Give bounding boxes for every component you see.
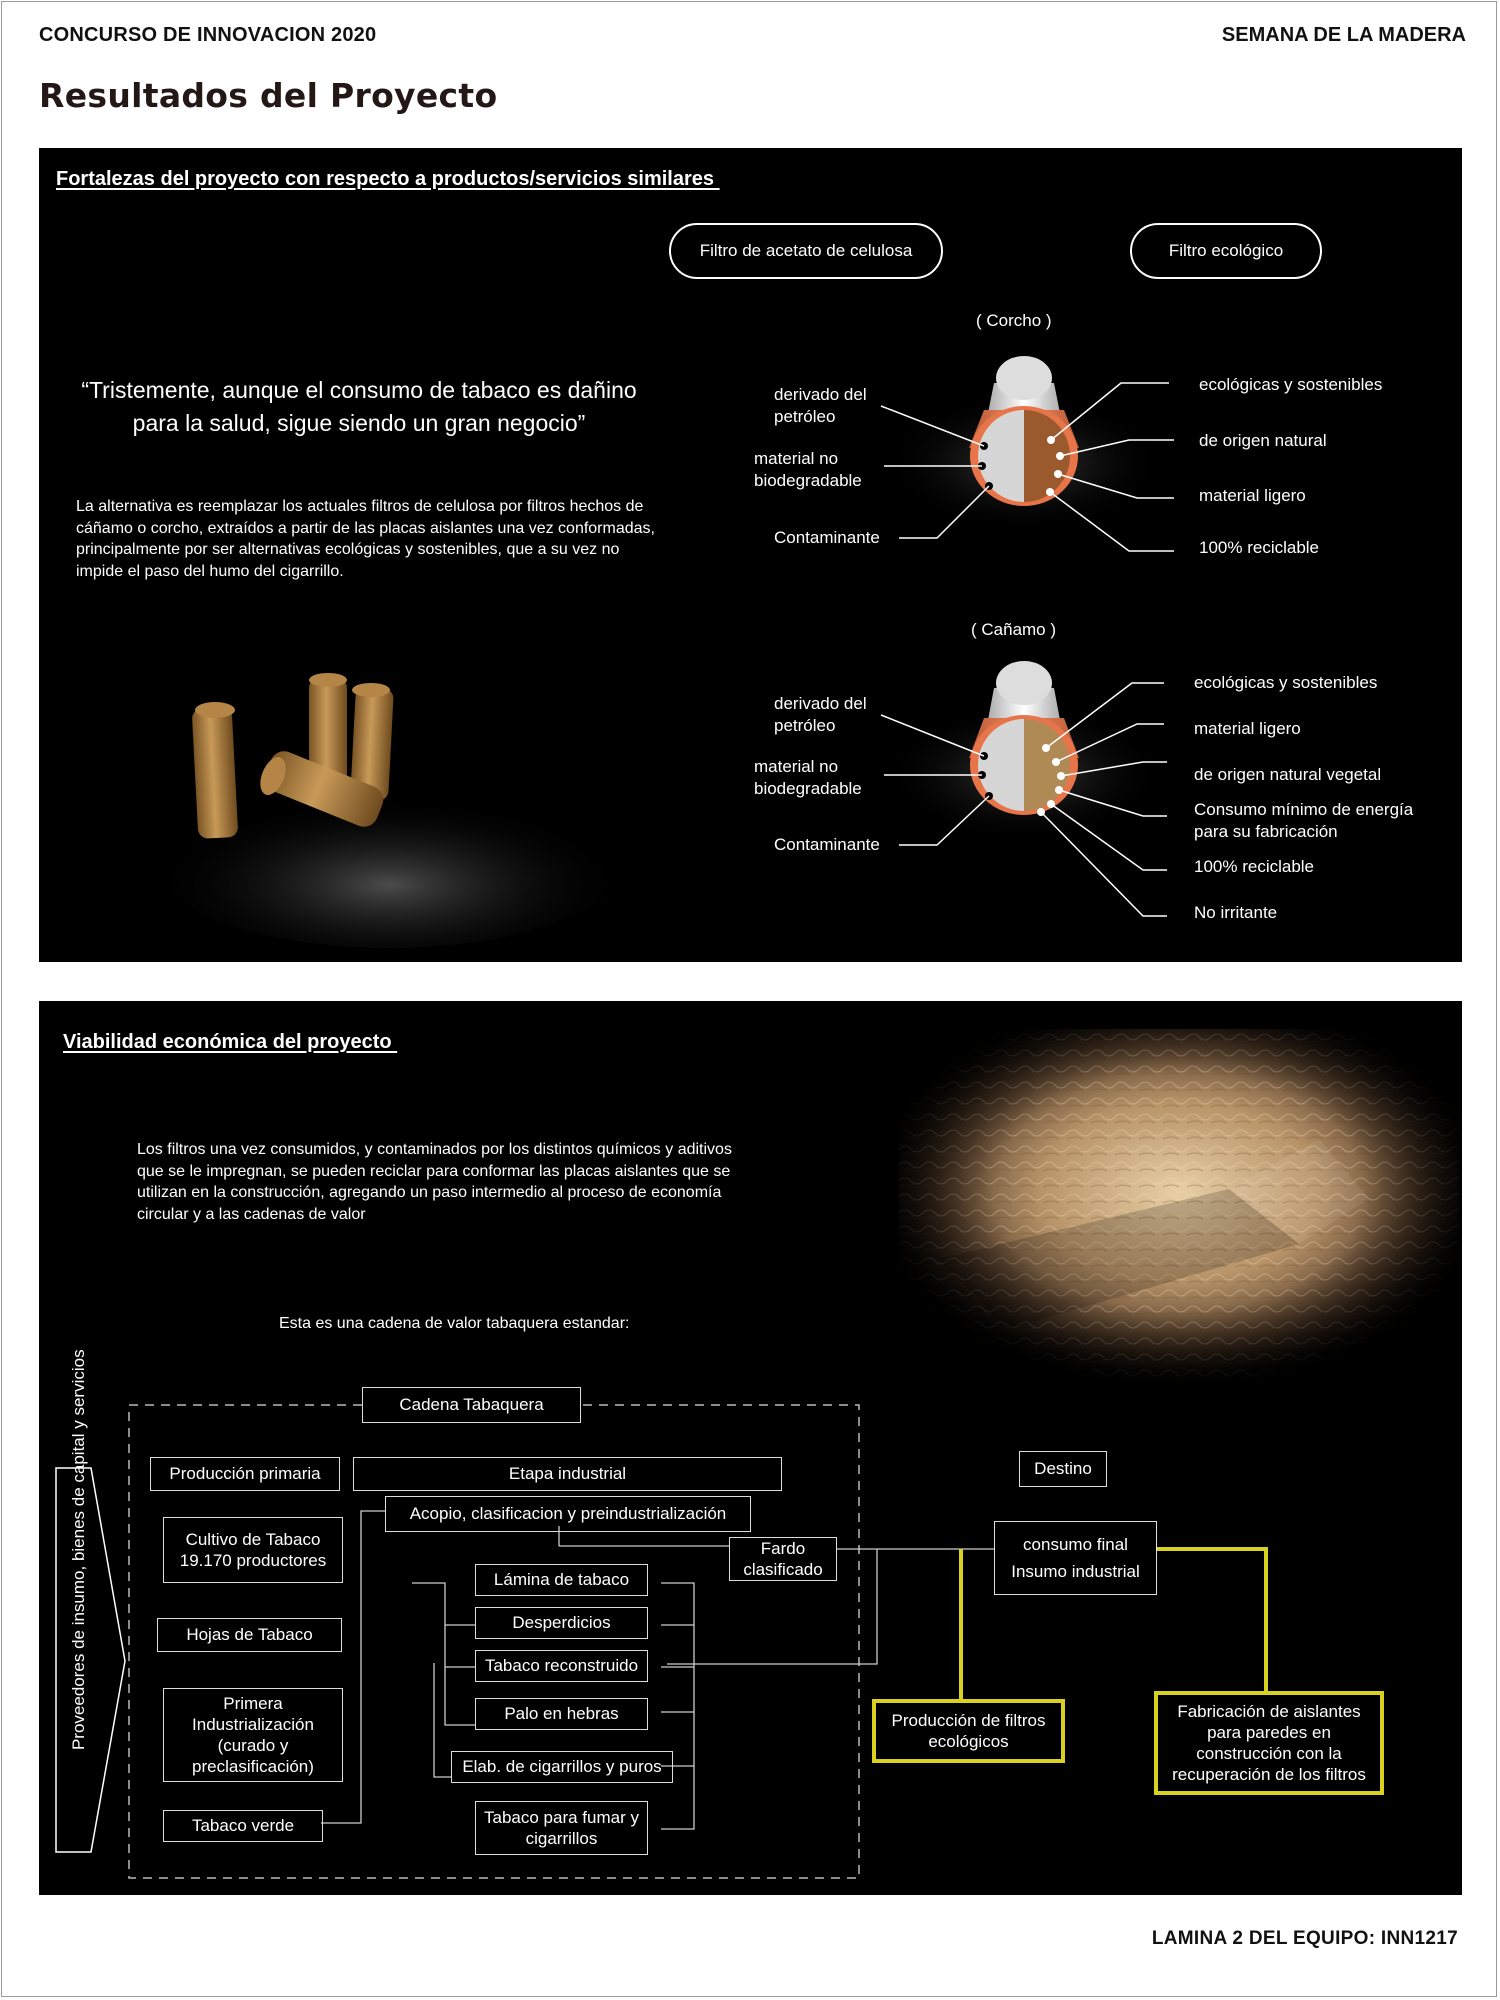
cork-cylinder-3 [350,683,394,801]
hemp-right-label-6: No irritante [1194,903,1278,922]
hemp-caption: ( Cañamo ) [971,620,1057,639]
hemp-left-label-3: Contaminante [774,835,880,854]
cellulose-filter-pill: Filtro de acetato de celulosa [669,223,943,279]
hemp-right-label-1: ecológicas y sostenibles [1194,673,1378,692]
eco-filter-pill: Filtro ecológico [1130,223,1322,279]
smoking-tobacco-box: Tabaco para fumar y cigarrillos [475,1801,648,1855]
quote-text: “Tristemente, aunque el consumo de tabac… [81,377,637,437]
final-consumption-label: consumo final [1023,1534,1128,1554]
header-contest: CONCURSO DE INNOVACION 2020 [39,24,377,46]
hemp-right-label-2: material ligero [1194,719,1301,738]
viability-panel: Viabilidad económica del proyecto Los fi… [39,1001,1462,1895]
chain-connectors [321,1510,994,1830]
green-tobacco-box: Tabaco verde [163,1810,323,1842]
insulation-manufacture-box: Fabricación de aislantes para paredes en… [1154,1691,1384,1795]
cork-right-label-1: ecológicas y sostenibles [1199,375,1383,394]
filter-products-image [149,673,629,948]
cork-left-label-3: Contaminante [774,528,880,547]
leaves-box: Hojas de Tabaco [157,1618,342,1652]
cork-right-label-2: de origen natural [1199,431,1327,450]
collection-box: Acopio, clasificacion y preindustrializa… [385,1496,751,1532]
cork-right-label-3: material ligero [1199,486,1306,505]
strengths-panel: Fortalezas del proyecto con respecto a p… [39,148,1462,962]
eco-filters-production-box: Producción de filtros ecológicos [872,1699,1065,1763]
chain-dashed-frame [128,1404,860,1879]
primary-production-box: Producción primaria [150,1457,340,1491]
strengths-title: Fortalezas del proyecto con respecto a p… [56,168,720,190]
cork-filter-graphic [884,356,1164,533]
hemp-left-label-1: derivado del petróleo [774,694,867,736]
stem-strands-box: Palo en hebras [475,1698,648,1730]
viability-paragraph: Los filtros una vez consumidos, y contam… [137,1141,732,1223]
waste-box: Desperdicios [475,1607,648,1639]
highlight-connectors [959,1547,1268,1701]
viability-title: Viabilidad económica del proyecto [63,1031,398,1053]
hemp-insulation-image [899,1029,1459,1389]
page-title: Resultados del Proyecto [39,76,498,115]
graded-bale-box: Fardo clasificado [729,1537,837,1581]
chain-intro: Esta es una cadena de valor tabaquera es… [279,1315,630,1332]
reconstituted-tobacco-box: Tabaco reconstruido [475,1650,648,1682]
hemp-leader-lines [880,682,1167,917]
cork-cylinder-1 [192,702,238,839]
destination-uses-box: consumo final Insumo industrial [994,1521,1157,1595]
cigarette-manufacture-box: Elab. de cigarrillos y puros [451,1751,673,1783]
first-industrialization-box: Primera Industrialización (curado y prec… [163,1688,343,1782]
header-week: SEMANA DE LA MADERA [1221,24,1466,46]
tobacco-sheet-box: Lámina de tabaco [475,1564,648,1596]
cork-leader-lines [880,382,1174,552]
industrial-input-label: Insumo industrial [1011,1562,1140,1581]
hemp-right-label-5: 100% reciclable [1194,857,1315,876]
suppliers-arrow [55,1467,126,1853]
cork-caption: ( Corcho ) [976,311,1052,330]
hemp-left-label-2: material no biodegradable [754,757,862,799]
cork-right-label-4: 100% reciclable [1199,538,1320,557]
cultivation-box: Cultivo de Tabaco 19.170 productores [163,1517,343,1583]
alternative-paragraph: La alternativa es reemplazar los actuale… [76,498,655,580]
industrial-stage-box: Etapa industrial [353,1457,782,1491]
footer-team-id: LAMINA 2 DEL EQUIPO: INN1217 [1151,1928,1458,1949]
destination-box: Destino [1019,1451,1107,1487]
filter-diagrams [880,356,1174,917]
chain-title-box: Cadena Tabaquera [362,1387,581,1423]
cork-cylinder-4 [260,751,384,827]
cork-left-label-1: derivado del petróleo [774,385,867,427]
cork-left-label-2: material no biodegradable [754,449,862,491]
hemp-right-label-3: de origen natural vegetal [1194,765,1382,784]
hemp-filter-graphic [884,661,1164,843]
suppliers-label: Proveedores de insumo, bienes de capital… [68,1349,88,1751]
hemp-right-label-4: Consumo mínimo de energía para su fabric… [1194,800,1414,842]
value-chain-lines [55,1404,1268,1879]
